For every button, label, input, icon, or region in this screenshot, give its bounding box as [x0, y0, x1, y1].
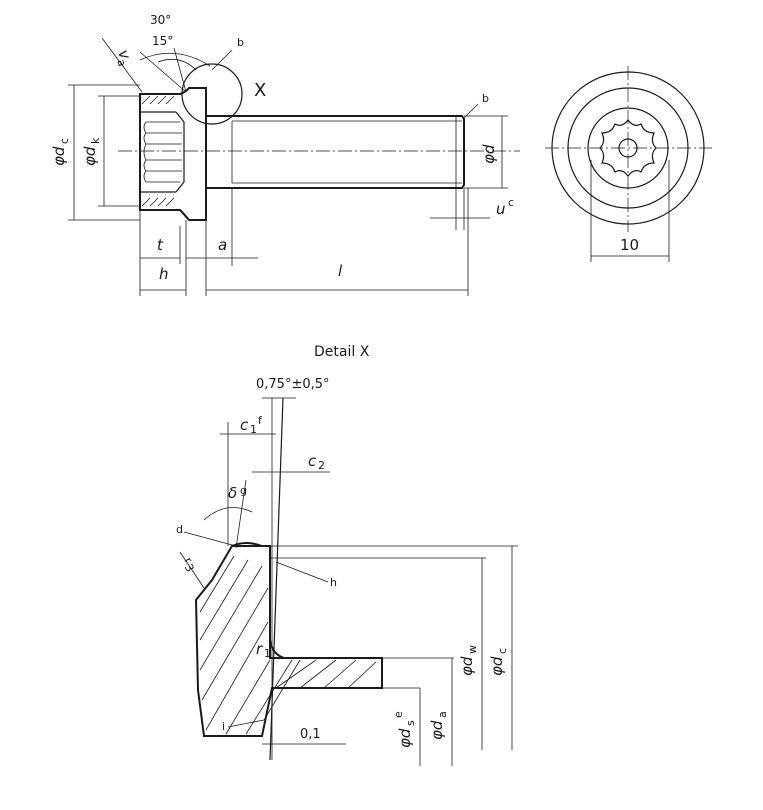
dim-c1-sub: 1	[250, 423, 257, 436]
svg-text:a: a	[436, 711, 449, 718]
angle-15-label: 15°	[152, 34, 173, 48]
dim-dk-label: φd k	[81, 137, 102, 166]
dim-c1-sup: f	[258, 414, 263, 427]
dim-l-label: l	[338, 262, 343, 280]
r3-label: r 3	[181, 555, 196, 574]
angle-ray-30	[139, 51, 187, 93]
tilt-angle-label: 0,75°±0,5°	[256, 377, 330, 392]
note-b-head-leader	[211, 49, 233, 71]
dim-t-label: t	[157, 236, 164, 254]
delta-ray	[235, 479, 247, 549]
detail-hatching	[199, 555, 377, 735]
dim-u-sup: c	[508, 196, 514, 209]
dim-dc2-label: φd c	[488, 648, 509, 676]
socket-size-label: 10	[620, 236, 639, 254]
note-h-leader	[275, 561, 329, 583]
svg-text:φd: φd	[480, 144, 498, 164]
svg-text:c: c	[496, 648, 509, 654]
dim-dw-label: φd w	[458, 645, 479, 676]
note-b-head: b	[237, 36, 244, 49]
svg-text:a: a	[114, 57, 129, 68]
detail-fillet-r1	[269, 639, 285, 659]
svg-text:k: k	[89, 137, 102, 144]
angle-ray-15	[173, 47, 187, 93]
dim-c2-label: c	[308, 452, 317, 470]
svg-text:φd: φd	[488, 656, 506, 676]
socket-recess	[140, 111, 185, 193]
svg-text:φd: φd	[428, 720, 446, 740]
dim-ds-label: φd s e	[392, 711, 417, 748]
svg-text:s: s	[404, 720, 417, 726]
svg-text:φd: φd	[81, 146, 99, 166]
dim-dc-label: φd c	[50, 138, 71, 166]
va-leader	[101, 37, 143, 93]
note-h: h	[330, 576, 337, 589]
note-i-leader	[227, 719, 265, 728]
delta-label: δ	[228, 484, 237, 502]
dim-c1-label: c	[240, 416, 249, 434]
screw-shank-outline	[206, 115, 465, 189]
detail-section-outline	[194, 545, 383, 737]
end-view: 10	[545, 66, 712, 262]
side-view: X 30° 15° v a b b φd c φd k	[50, 13, 520, 296]
detail-title: Detail X	[314, 344, 370, 360]
r3-leader	[179, 551, 205, 589]
dim-a-label: a	[218, 236, 227, 254]
svg-text:φd: φd	[50, 146, 68, 166]
svg-text:w: w	[466, 645, 479, 654]
svg-text:r: r	[181, 555, 195, 566]
delta-arc	[203, 507, 253, 521]
note-b-shank: b	[482, 92, 489, 105]
svg-text:e: e	[392, 711, 405, 718]
detail-x-marker: X	[254, 80, 266, 101]
dim-h-label: h	[159, 265, 169, 283]
svg-text:φd: φd	[458, 656, 476, 676]
dim-01-label: 0,1	[300, 727, 321, 742]
detail-x: Detail X 0,75°±0,5° c 1 f	[176, 344, 518, 766]
note-d-leader	[183, 531, 237, 547]
dim-d-label: φd	[480, 144, 498, 164]
svg-text:φd: φd	[396, 728, 414, 748]
head-hatching	[141, 95, 175, 207]
dim-da-label: φd a	[428, 711, 449, 740]
r1-label: r	[256, 640, 263, 658]
screw-head-outline	[139, 87, 207, 221]
detail-underhead-fillet	[231, 542, 270, 547]
r1-sub: 1	[264, 647, 271, 660]
delta-sup: g	[240, 484, 247, 497]
note-i: i	[222, 720, 225, 733]
angle-arc-15	[157, 58, 197, 71]
angle-30-label: 30°	[150, 13, 171, 27]
dim-u-label: u	[496, 200, 506, 218]
dim-c2-sub: 2	[318, 459, 325, 472]
note-d: d	[176, 523, 183, 536]
detail-x-circle	[181, 63, 243, 125]
va-label: v a	[114, 47, 134, 68]
svg-text:c: c	[58, 138, 71, 144]
